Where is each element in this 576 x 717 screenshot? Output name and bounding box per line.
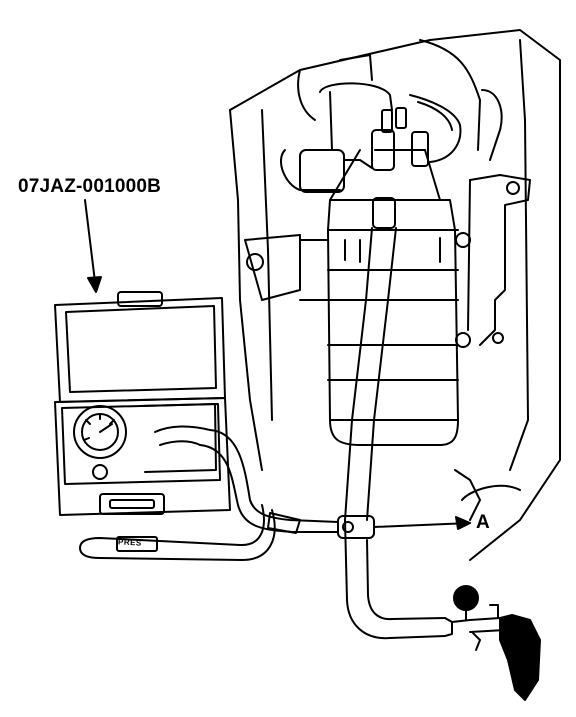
callout-a-label: A bbox=[476, 512, 490, 533]
case-latch bbox=[117, 291, 163, 307]
tool-part-number-label: 07JAZ-001000B bbox=[18, 176, 162, 197]
canister-hose bbox=[344, 197, 453, 640]
bracket-bolt-icon bbox=[506, 181, 520, 195]
vacuum-gauge-icon bbox=[453, 585, 479, 611]
hose-marking-label: PRES bbox=[117, 537, 143, 548]
mounting-bracket bbox=[467, 174, 531, 346]
tester-hose bbox=[154, 425, 339, 534]
callout-a-leader bbox=[373, 522, 471, 528]
mount-bolt-icon bbox=[246, 253, 264, 271]
vacuum-pump bbox=[451, 585, 541, 701]
tool-label-leader bbox=[84, 199, 102, 293]
pressure-gauge-icon bbox=[73, 405, 127, 459]
tester-case bbox=[54, 291, 231, 516]
mount-bolt-icon bbox=[455, 232, 471, 248]
body-panel bbox=[229, 29, 561, 561]
pres-hose bbox=[79, 504, 276, 561]
evap-canister bbox=[244, 107, 471, 446]
bracket-bolt-icon bbox=[492, 332, 504, 344]
canister-port bbox=[411, 131, 429, 167]
tester-knob-icon bbox=[92, 464, 108, 480]
tee-fitting-a bbox=[337, 515, 471, 539]
case-handle bbox=[99, 493, 165, 515]
mount-bolt-icon bbox=[455, 332, 471, 348]
upper-hoses bbox=[280, 82, 462, 193]
